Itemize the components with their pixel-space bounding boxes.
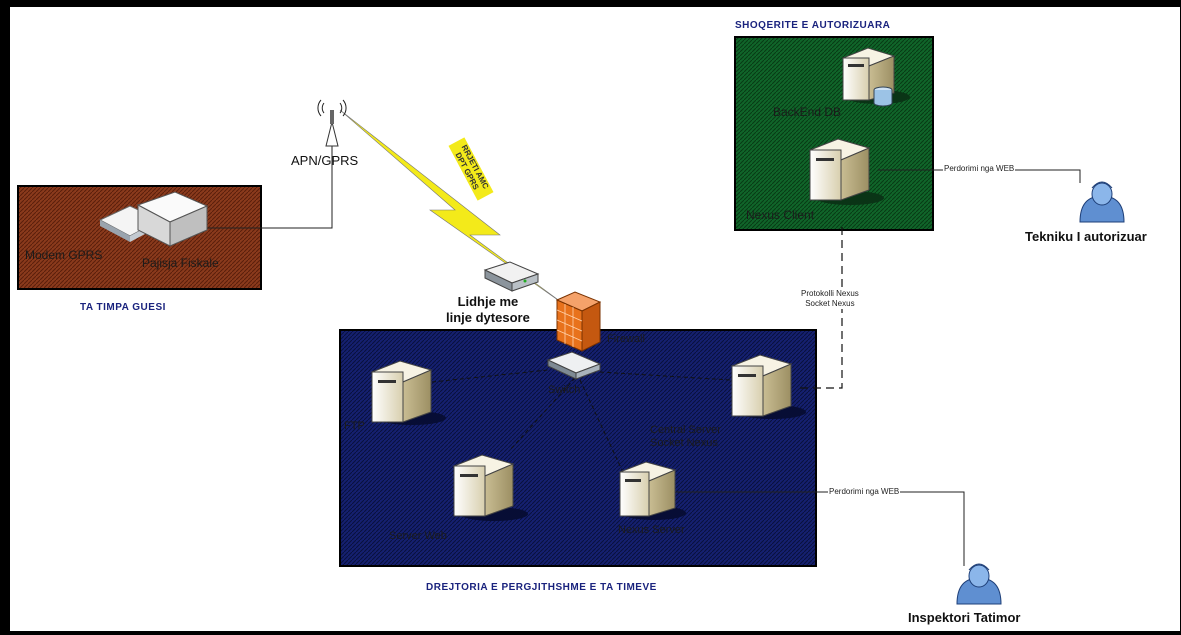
- web-server-label: Server Web: [389, 530, 447, 542]
- modem-label: Modem GPRS: [25, 248, 103, 262]
- web-use-bottom-label: Perdorimi nga WEB: [828, 487, 901, 496]
- switch-label: Switch: [548, 384, 581, 396]
- web-use-top-label: Perdorimi nga WEB: [943, 164, 1016, 173]
- inspector-user-icon: [956, 563, 1002, 605]
- technician-label: Tekniku I autorizuar: [1025, 229, 1147, 244]
- authorized-zone-title: SHOQERITE E AUTORIZUARA: [735, 20, 891, 31]
- web-link-bottom: [676, 491, 965, 566]
- web-server-icon: [452, 454, 528, 521]
- lan-links: [431, 369, 731, 471]
- taxpayer-zone-title: TA TIMPA GUESI: [80, 302, 166, 313]
- central-server-icon: [730, 354, 806, 419]
- nexus-server-icon: [618, 461, 686, 520]
- inspector-label: Inspektori Tatimor: [908, 610, 1021, 625]
- firewall-label: Firewall: [607, 333, 645, 345]
- antenna-icon: [317, 99, 347, 147]
- nexus-server-label: Nexus Server: [618, 524, 685, 536]
- dialup-router-icon: [483, 261, 540, 292]
- fiscal-device-label: Pajisja Fiskale: [142, 256, 219, 270]
- central-server-label: Central Server Socket Nexus: [650, 424, 721, 449]
- protocol-link: [800, 225, 843, 389]
- backend-db-label: BackEnd DB: [773, 105, 842, 119]
- taxpayer-zone: [17, 185, 262, 290]
- switch-icon: [546, 351, 602, 380]
- firewall-icon: [555, 291, 602, 352]
- nexus-client-label: Nexus Client: [746, 208, 815, 222]
- apn-label: APN/GPRS: [291, 153, 359, 168]
- directorate-zone-title: DREJTORIA E PERGJITHSHME E TA TIMEVE: [426, 582, 657, 593]
- nexus-client-server-icon: [808, 138, 884, 205]
- fiscal-device-icon: [136, 191, 209, 247]
- ftp-label: FTP: [344, 420, 365, 432]
- backend-db-server-icon: [841, 47, 910, 107]
- dialup-label: Lidhje me linje dytesore: [446, 294, 530, 325]
- protocol-label: Protokolli Nexus Socket Nexus: [800, 289, 860, 309]
- apn-link: [207, 145, 333, 229]
- technician-user-icon: [1079, 181, 1125, 223]
- ftp-server-icon: [370, 360, 446, 425]
